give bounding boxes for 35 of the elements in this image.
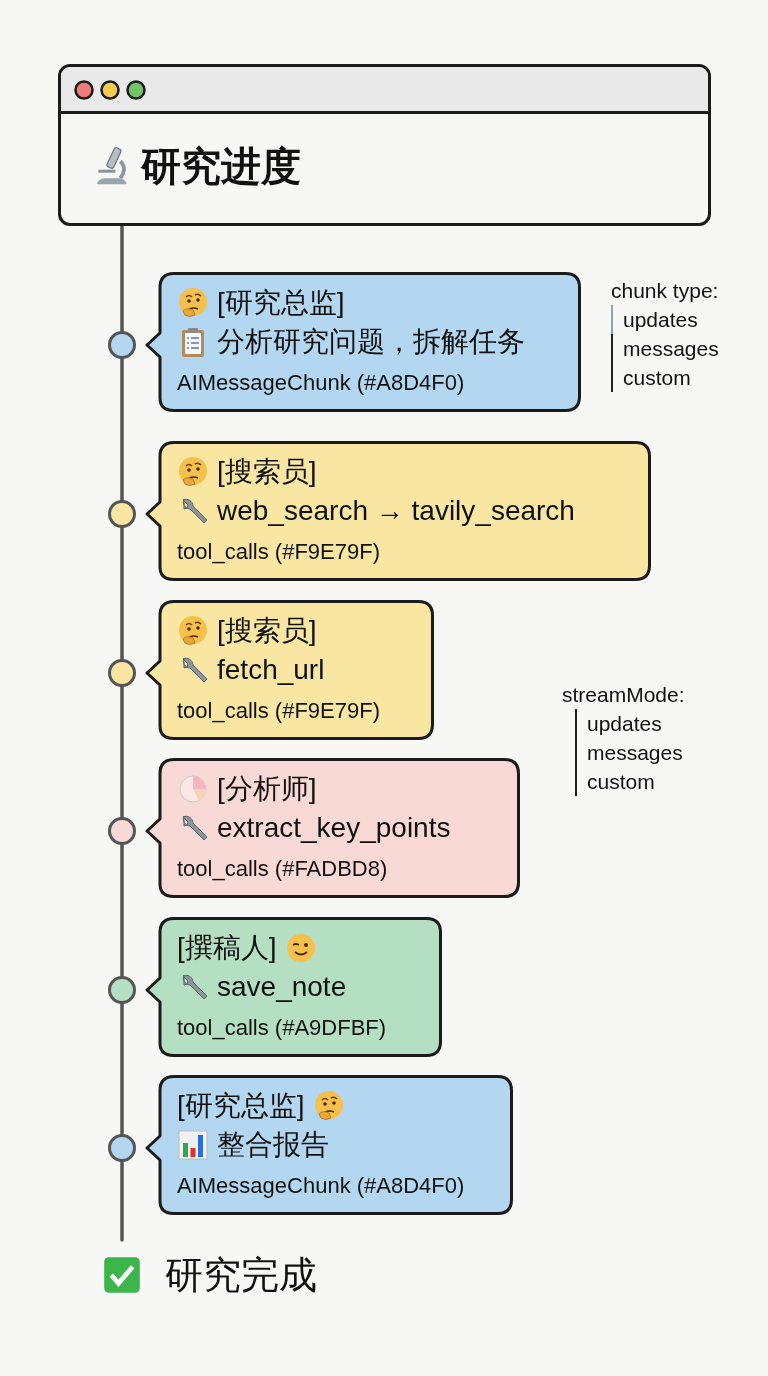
chunk-type: tool_calls (#F9E79F) xyxy=(177,697,380,725)
agent-role: [研究总监] xyxy=(217,286,345,320)
task-text: fetch_url xyxy=(217,653,325,687)
agent-role: [搜索员] xyxy=(217,455,317,489)
legend-item: updates xyxy=(575,709,662,738)
task-text: 整合报告 xyxy=(217,1128,329,1162)
legend-item: updates xyxy=(611,305,698,334)
chunk-type: tool_calls (#FADBD8) xyxy=(177,855,388,883)
agent-role: [搜索员] xyxy=(217,614,317,648)
window-title: 研究进度 xyxy=(141,143,301,190)
chunk-type: AIMessageChunk (#A8D4F0) xyxy=(177,369,465,397)
speech-bubble xyxy=(145,600,434,740)
task-text: web_search → tavily_search xyxy=(217,494,575,528)
speech-bubble xyxy=(145,272,581,412)
chunk-type: tool_calls (#F9E79F) xyxy=(177,538,380,566)
legend-item: messages xyxy=(575,738,683,767)
speech-bubble xyxy=(145,758,520,898)
speech-bubble xyxy=(145,1075,513,1215)
completion-text: 研究完成 xyxy=(165,1253,317,1298)
speech-bubble xyxy=(145,441,651,581)
chunk-type: tool_calls (#A9DFBF) xyxy=(177,1014,387,1042)
legend-item: custom xyxy=(611,363,691,392)
legend-heading: streamMode: xyxy=(562,682,685,708)
agent-role: [撰稿人] xyxy=(177,931,277,965)
chunk-type: AIMessageChunk (#A8D4F0) xyxy=(177,1172,465,1200)
agent-role: [分析师] xyxy=(217,772,317,806)
legend-item: custom xyxy=(575,767,655,796)
task-text: save_note xyxy=(217,970,347,1004)
legend-heading: chunk type: xyxy=(611,278,719,304)
speech-bubble xyxy=(145,917,442,1057)
agent-role: [研究总监] xyxy=(177,1089,305,1123)
browser-window xyxy=(58,64,711,226)
legend-item: messages xyxy=(611,334,719,363)
task-text: 分析研究问题，拆解任务 xyxy=(217,325,525,359)
task-text: extract_key_points xyxy=(217,811,451,845)
